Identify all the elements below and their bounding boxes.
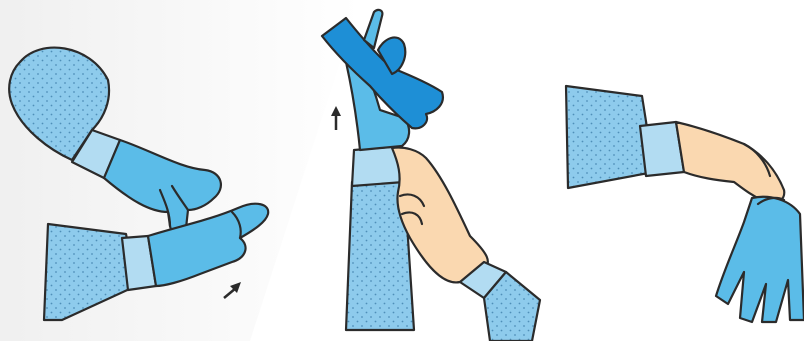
step-3-glove-removed-icon — [566, 86, 804, 322]
step-2-glove-peel-icon — [322, 10, 540, 341]
arrow-up-icon — [331, 106, 341, 130]
